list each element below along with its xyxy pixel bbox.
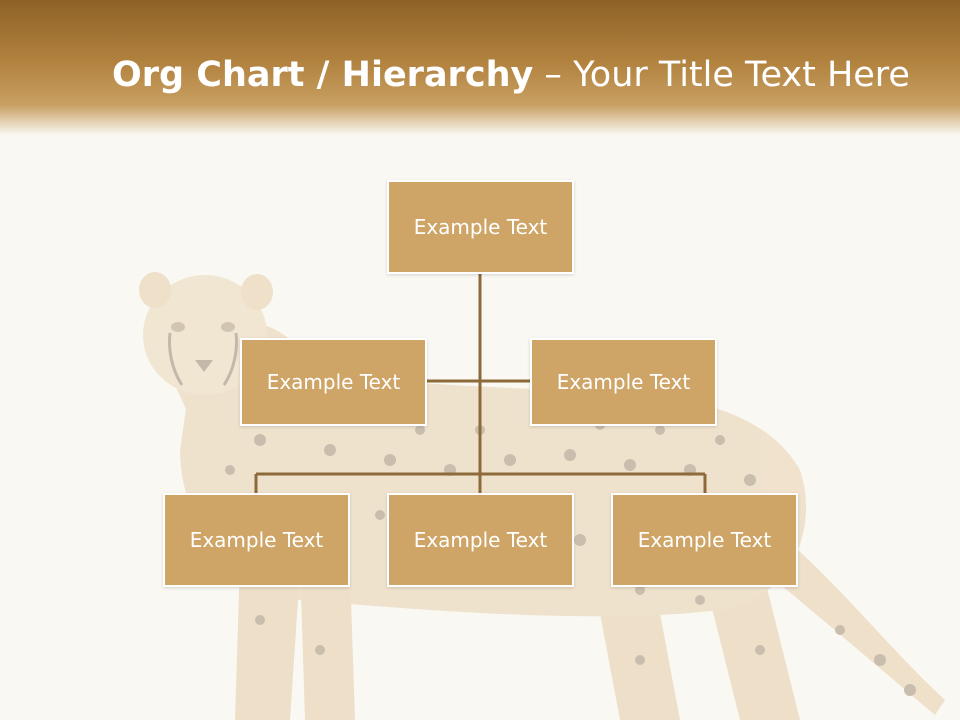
org-node-root[interactable]: Example Text (387, 180, 574, 274)
slide-title-rest: Your Title Text Here (573, 55, 910, 95)
slide-title-dash: – (533, 55, 574, 95)
org-node-level2-center[interactable]: Example Text (387, 493, 574, 587)
org-node-level1-left[interactable]: Example Text (240, 338, 427, 426)
org-node-level1-right[interactable]: Example Text (530, 338, 717, 426)
org-node-level2-left[interactable]: Example Text (163, 493, 350, 587)
org-node-level2-right[interactable]: Example Text (611, 493, 798, 587)
title-band (0, 0, 960, 135)
slide-title-bold: Org Chart / Hierarchy (112, 55, 534, 95)
slide-title: Org Chart / Hierarchy – Your Title Text … (0, 50, 960, 100)
